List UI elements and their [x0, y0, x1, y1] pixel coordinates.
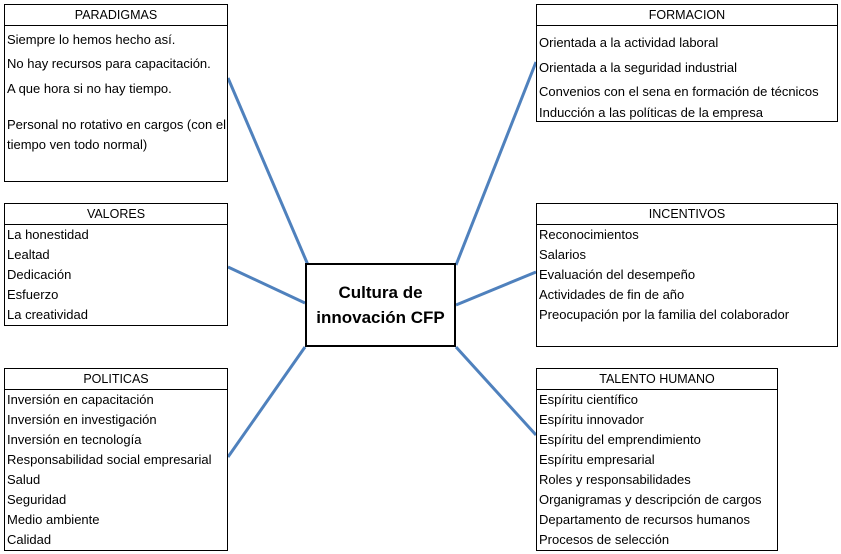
politicas-item: Responsabilidad social empresarial [7, 452, 212, 467]
talento-humano-header: TALENTO HUMANO [537, 369, 777, 390]
connector-formacion [454, 61, 538, 266]
paradigmas-item: Siempre lo hemos hecho así. [7, 32, 176, 47]
incentivos-item: Salarios [539, 247, 586, 262]
paradigmas-item: A que hora si no hay tiempo. [7, 81, 172, 96]
talento-humano-item: Espíritu empresarial [539, 452, 655, 467]
connector-politicas [226, 346, 307, 458]
incentivos-header: INCENTIVOS [537, 204, 837, 225]
incentivos-item: Evaluación del desempeño [539, 267, 696, 282]
politicas-item: Seguridad [7, 492, 67, 507]
central-topic: Cultura de innovación CFP [305, 263, 456, 347]
connector-paradigmas [226, 77, 310, 266]
talento-humano-item: Organigramas y descripción de cargos [539, 492, 762, 507]
formacion-item: Orientada a la seguridad industrial [539, 60, 738, 75]
incentivos-item: Preocupación por la familia del colabora… [539, 307, 790, 322]
incentivos-item: Actividades de fin de año [539, 287, 685, 302]
politicas-item: Medio ambiente [7, 512, 100, 527]
talento-humano-item: Procesos de selección [539, 532, 670, 547]
valores-item: Dedicación [7, 267, 72, 282]
talento-humano-item: Departamento de recursos humanos [539, 512, 751, 527]
valores-item: Esfuerzo [7, 287, 59, 302]
politicas-box: POLITICAS Inversión en capacitación Inve… [4, 368, 228, 551]
politicas-header: POLITICAS [5, 369, 227, 390]
valores-item: La creatividad [7, 307, 88, 322]
incentivos-box: INCENTIVOS Reconocimientos Salarios Eval… [536, 203, 838, 347]
formacion-item: Convenios con el sena en formación de té… [539, 84, 819, 99]
formacion-box: FORMACION Orientada a la actividad labor… [536, 4, 838, 122]
talento-humano-item: Roles y responsabilidades [539, 472, 691, 487]
valores-box: VALORES La honestidad Lealtad Dedicación… [4, 203, 228, 326]
politicas-item: Inversión en investigación [7, 412, 157, 427]
politicas-item: Salud [7, 472, 41, 487]
paradigmas-item: No hay recursos para capacitación. [7, 56, 211, 71]
formacion-item: Orientada a la actividad laboral [539, 35, 719, 50]
connector-incentivos [455, 270, 537, 307]
politicas-item: Calidad [7, 532, 52, 547]
politicas-item: Inversión en capacitación [7, 392, 154, 407]
paradigmas-item: Personal no rotativo en cargos (con el t… [7, 117, 226, 152]
valores-item: La honestidad [7, 227, 89, 242]
politicas-item: Inversión en tecnología [7, 432, 142, 447]
talento-humano-item: Espíritu innovador [539, 412, 644, 427]
formacion-header: FORMACION [537, 5, 837, 26]
paradigmas-header: PARADIGMAS [5, 5, 227, 26]
talento-humano-box: TALENTO HUMANO Espíritu científico Espír… [536, 368, 778, 551]
incentivos-item: Reconocimientos [539, 227, 639, 242]
formacion-item: Inducción a las políticas de la empresa [539, 105, 764, 120]
paradigmas-box: PARADIGMAS Siempre lo hemos hecho así. N… [4, 4, 228, 182]
valores-item: Lealtad [7, 247, 50, 262]
talento-humano-item: Espíritu del emprendimiento [539, 432, 701, 447]
connector-valores [227, 265, 306, 305]
valores-header: VALORES [5, 204, 227, 225]
central-topic-title: Cultura de innovación CFP [316, 283, 445, 327]
talento-humano-item: Espíritu científico [539, 392, 638, 407]
connector-talento [454, 345, 538, 437]
